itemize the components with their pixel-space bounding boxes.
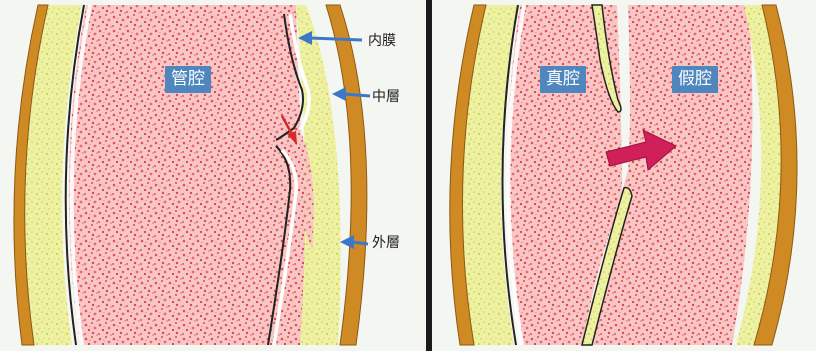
- diagram-normal-tear: 管腔 内膜 中層 外層: [0, 0, 426, 351]
- diagram-dissection: 真腔 假腔: [432, 0, 816, 351]
- false-lumen-label: 假腔: [672, 66, 718, 93]
- vessel-wall-illustration-left: [0, 0, 426, 351]
- intima-label: 内膜: [368, 33, 396, 49]
- media-label: 中層: [372, 89, 400, 105]
- vessel-wall-illustration-right: [432, 0, 816, 351]
- adventitia-label: 外層: [372, 235, 400, 251]
- true-lumen-label: 真腔: [540, 66, 586, 93]
- lumen-label: 管腔: [165, 66, 211, 93]
